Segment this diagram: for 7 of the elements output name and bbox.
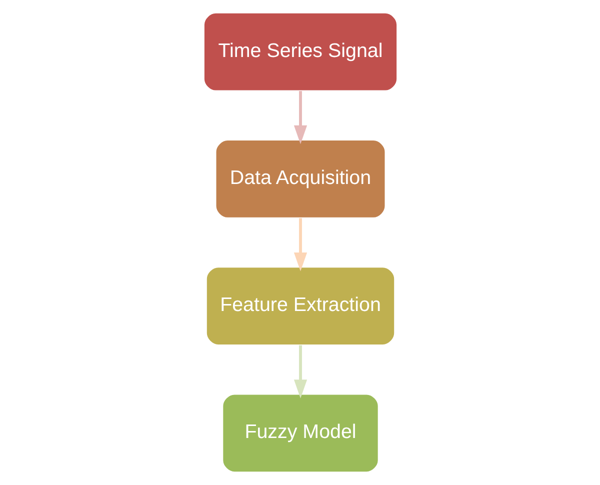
arrow [293, 218, 307, 272]
arrow [293, 91, 307, 144]
node-box: Fuzzy Model [222, 394, 378, 473]
node-box: Time Series Signal [202, 12, 398, 92]
arrow [293, 345, 307, 398]
node-box: Data Acquisition [214, 140, 386, 218]
node-box: Feature Extraction [205, 266, 395, 346]
